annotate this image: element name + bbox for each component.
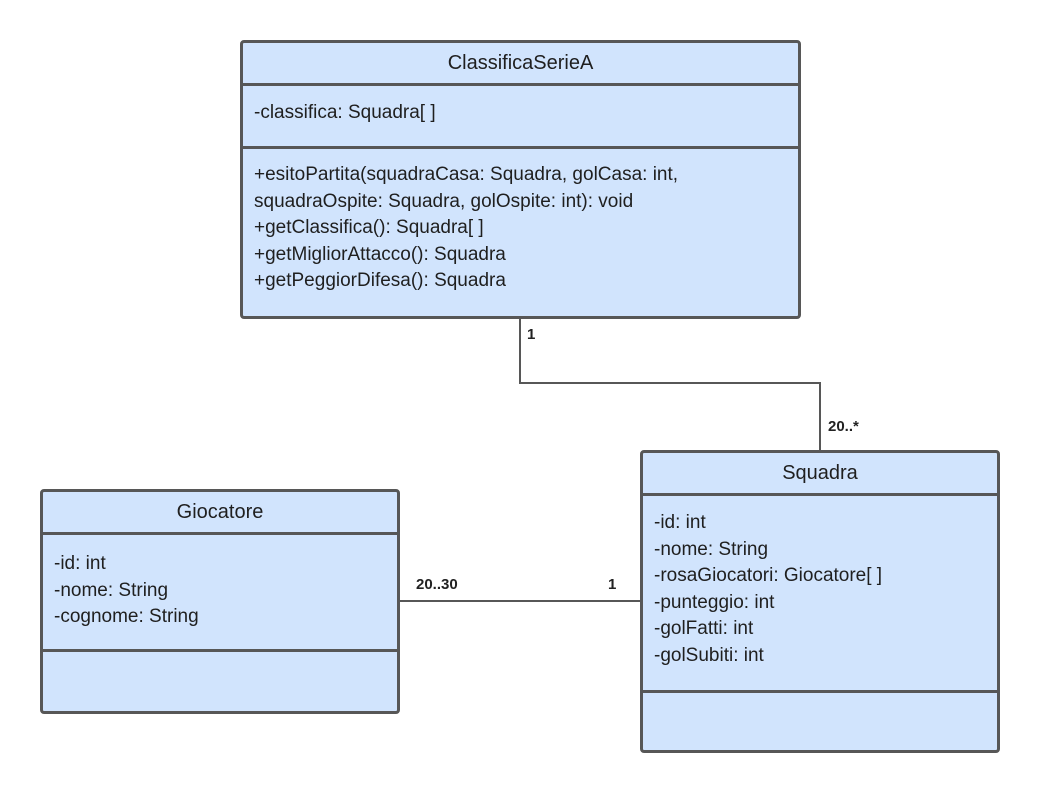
operation: +getMigliorAttacco(): Squadra [254,243,506,265]
class-name: Giocatore [43,492,397,535]
class-operations [643,693,997,750]
operation: +getPeggiorDifesa(): Squadra [254,270,506,291]
attribute: -golFatti: int [654,618,754,639]
attribute: -nome: String [654,538,769,560]
class-operations [43,652,397,711]
multiplicity-giocatore-end: 20..30 [416,576,458,593]
class-attributes: -id: int -nome: String -cognome: String [43,535,397,652]
class-operations: +esitoPartita(squadraCasa: Squadra, golC… [243,149,798,316]
operation: squadraOspite: Squadra, golOspite: int):… [254,190,634,212]
class-attributes: -id: int -nome: String -rosaGiocatori: G… [643,496,997,693]
attribute: -golSubiti: int [654,644,764,666]
operation: +getClassifica(): Squadra[ ] [254,217,484,238]
class-name: Squadra [643,453,997,496]
association-line-classifica-squadra[interactable] [519,318,821,450]
class-name: ClassificaSerieA [243,43,798,86]
attribute: -id: int [654,512,706,533]
class-squadra[interactable]: Squadra -id: int -nome: String -rosaGioc… [640,450,1000,753]
multiplicity-classifica-end: 1 [527,326,536,343]
class-attributes: -classifica: Squadra[ ] [243,86,798,149]
attribute: -nome: String [54,579,169,601]
attribute: -punteggio: int [654,591,775,613]
attribute: -id: int [54,553,106,574]
attribute: -cognome: String [54,606,199,627]
multiplicity-squadra-end-left: 1 [608,576,617,593]
class-giocatore[interactable]: Giocatore -id: int -nome: String -cognom… [40,489,400,714]
class-classifica-serie-a[interactable]: ClassificaSerieA -classifica: Squadra[ ]… [240,40,801,319]
multiplicity-squadra-end-top: 20..* [828,418,859,435]
attribute: -classifica: Squadra[ ] [254,102,436,123]
attribute: -rosaGiocatori: Giocatore[ ] [654,565,883,586]
operation: +esitoPartita(squadraCasa: Squadra, golC… [254,164,679,185]
